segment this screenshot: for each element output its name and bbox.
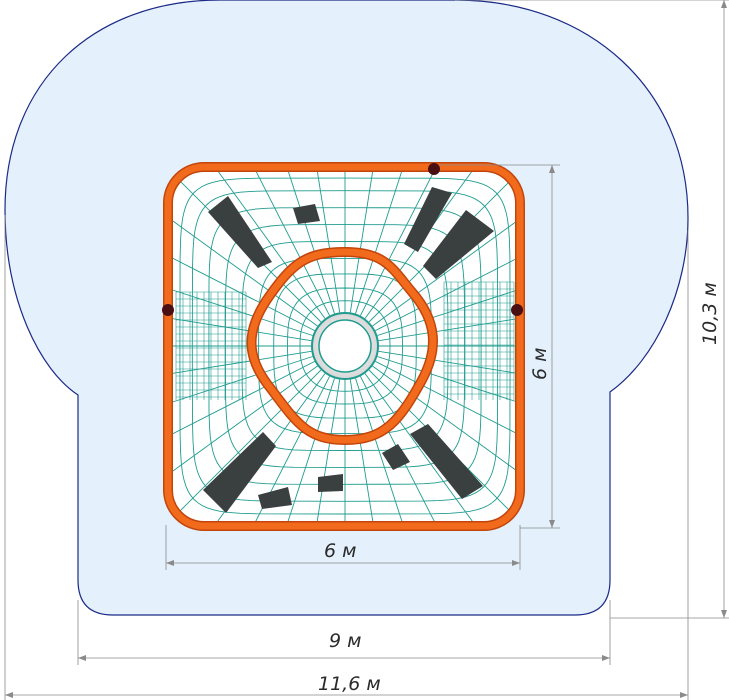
net-spoke — [172, 265, 313, 336]
inner-ring — [248, 248, 437, 444]
net-spoke — [172, 192, 318, 327]
net-spoke — [349, 379, 387, 522]
net-spoke — [191, 171, 326, 319]
anchor-left — [162, 304, 174, 316]
net-spoke — [226, 171, 331, 316]
net-spoke — [172, 365, 318, 500]
net-spoke — [375, 227, 520, 332]
net-spoke — [303, 171, 341, 313]
net-spoke — [172, 304, 312, 342]
net-spoke — [172, 356, 313, 427]
anchor-right — [511, 304, 523, 316]
dimension-lines — [4, 0, 729, 700]
net-spoke — [378, 350, 520, 388]
panel-bottom-right-2 — [410, 424, 483, 499]
net-spoke — [172, 227, 315, 332]
climbing-panels — [203, 187, 494, 513]
net-spoke — [264, 378, 335, 522]
net-spoke — [264, 171, 335, 314]
net-spoke — [364, 373, 499, 522]
dimension-label-zone-width: 9 м — [329, 630, 361, 652]
net-spoke — [172, 360, 315, 465]
net-spoke — [359, 376, 464, 522]
net-spoke — [359, 171, 464, 316]
net-spoke — [377, 356, 520, 427]
panel-bottom-right-1 — [382, 444, 410, 470]
panel-bottom-left-2 — [258, 487, 292, 509]
net-spoke — [372, 365, 520, 500]
net-spoke — [355, 171, 426, 314]
dimension-label-inner-width: 6 м — [324, 540, 356, 562]
anchor-top — [428, 163, 440, 175]
panel-bottom-center — [318, 474, 343, 492]
dimension-label-overall-width: 11,6 м — [318, 673, 381, 695]
net-spoke — [355, 378, 426, 522]
dimension-label-overall-depth: 10,3 м — [699, 282, 721, 345]
net-spoke — [377, 265, 520, 336]
panel-top-small — [293, 204, 320, 224]
panel-bottom-left-1 — [203, 432, 276, 513]
dimension-label-inner-depth: 6 м — [529, 348, 551, 380]
net-spoke — [349, 171, 387, 313]
net-spoke — [172, 369, 322, 522]
outer-frame — [164, 163, 524, 530]
panel-top-right-1 — [404, 187, 452, 252]
net-spoke — [226, 376, 331, 522]
net-spoke — [375, 360, 520, 465]
panel-top-right-2 — [423, 210, 494, 279]
net-spoke — [378, 304, 520, 342]
dimension-arrows — [5, 0, 727, 698]
net-spoke — [372, 192, 520, 327]
panel-top-left — [208, 196, 272, 268]
